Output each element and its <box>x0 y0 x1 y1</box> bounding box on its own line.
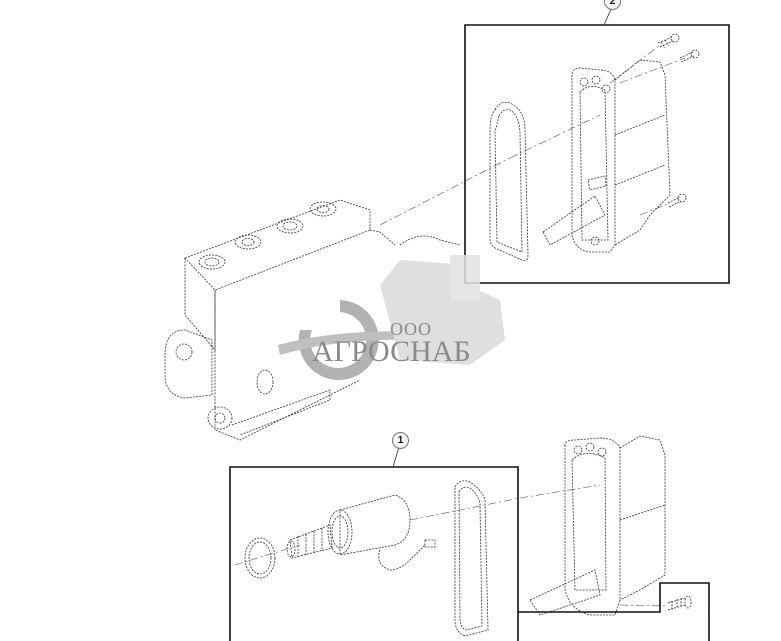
o-ring-1 <box>244 537 276 579</box>
watermark-company-name: АГРОСНАБ <box>312 335 471 368</box>
callout-1[interactable]: 1 <box>392 432 409 449</box>
center-lines <box>234 44 686 607</box>
housing-1 <box>529 435 666 616</box>
watermark-logo <box>278 255 505 380</box>
leader-lines <box>392 6 613 468</box>
watermark-prefix: ООО <box>390 319 432 339</box>
screw-1 <box>667 595 692 611</box>
detail-frame-1 <box>229 466 710 641</box>
solenoid-valve-1 <box>286 494 436 571</box>
gasket-2 <box>489 101 529 261</box>
screws-2 <box>657 33 700 208</box>
gasket-1 <box>454 480 489 637</box>
cover-housing-2 <box>542 59 671 253</box>
valve-body <box>164 199 461 441</box>
